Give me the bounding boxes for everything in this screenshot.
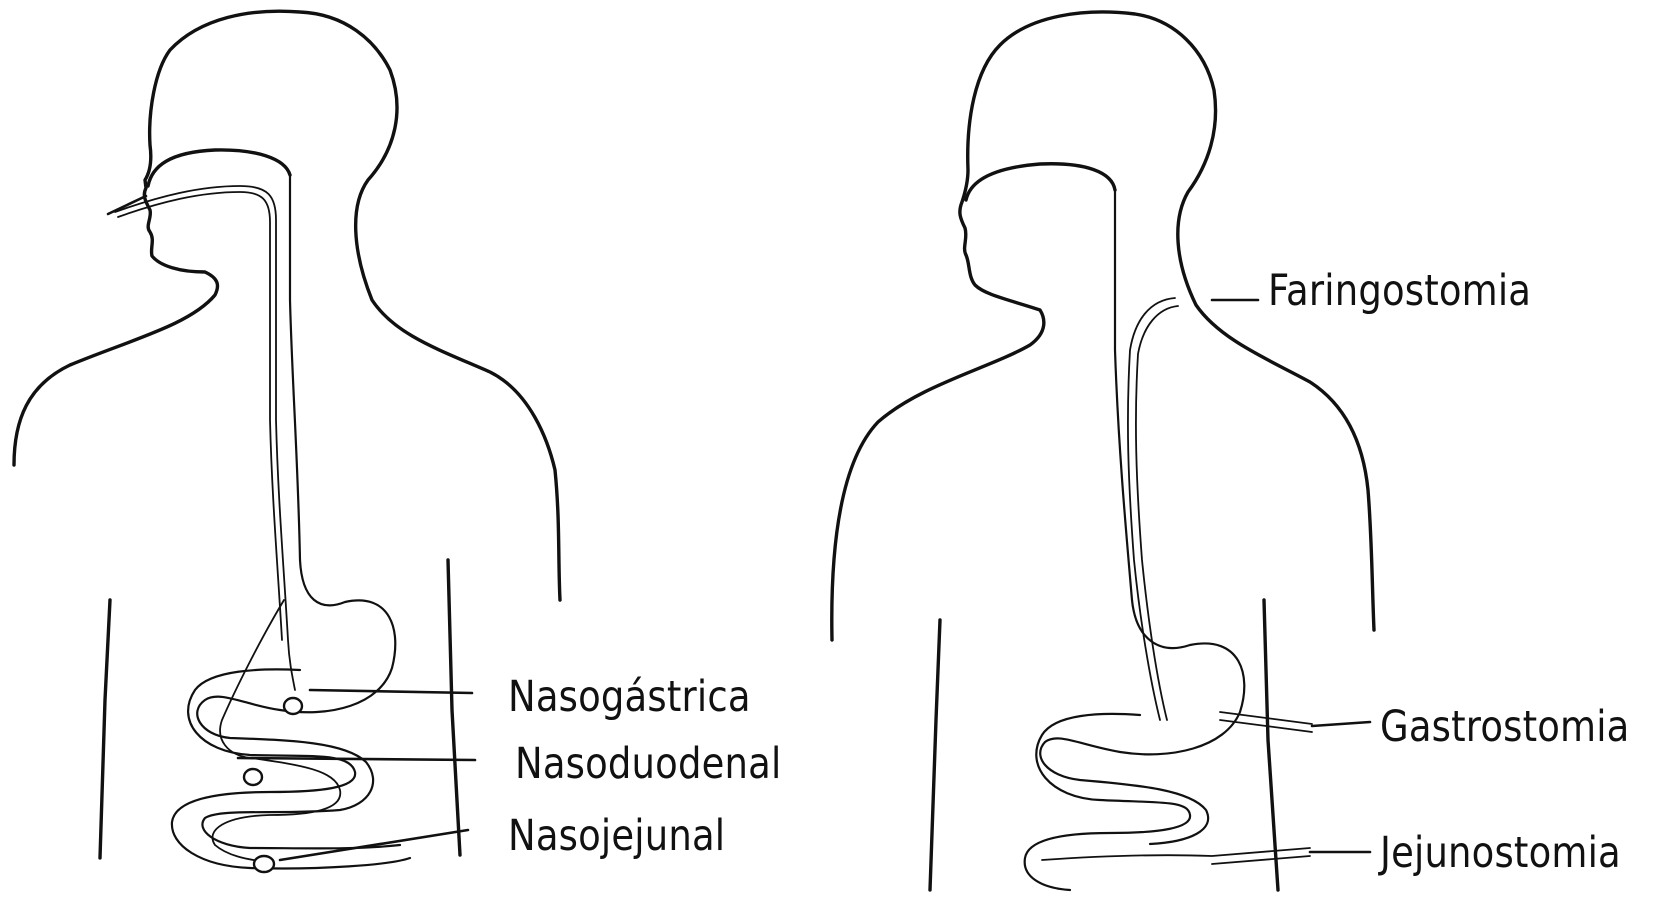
nasoduodenal-tube-path <box>220 600 284 758</box>
nasal-tube-upper <box>115 186 295 690</box>
nasojejunal-pointer <box>280 830 468 860</box>
left-arm-line-left <box>100 600 110 858</box>
nasal-tube-upper-inner <box>118 192 282 640</box>
left-mouth-cavity <box>148 150 290 186</box>
pharyngostomy-tube-inner <box>1136 306 1178 720</box>
nasoduodenal-pointer <box>238 758 475 760</box>
nasal-tube-inlet <box>108 196 146 214</box>
right-mouth-cavity <box>966 164 1115 200</box>
jejunostomy-tube <box>1042 848 1310 864</box>
label-gastrostomy: Gastrostomia <box>1380 706 1630 749</box>
nasojejunal-tube-tip <box>254 856 274 872</box>
label-nasoduodenal: Nasoduodenal <box>515 743 781 786</box>
right-body-outline <box>832 12 1374 640</box>
left-panel-nasal-routes <box>14 11 560 872</box>
nasogastric-pointer <box>310 690 472 693</box>
pharyngostomy-tube-outer <box>1128 298 1175 720</box>
right-arm-line-right <box>1264 600 1278 890</box>
left-arm-line-right <box>448 560 460 855</box>
nasogastric-tube-tip <box>284 698 302 714</box>
label-jejunostomy: Jejunostomia <box>1380 832 1621 875</box>
right-arm-line-left <box>930 620 940 890</box>
label-nasogastric: Nasogástrica <box>508 676 751 719</box>
left-body-outline <box>14 11 560 600</box>
nasoduodenal-tube-tip <box>244 769 262 785</box>
gastrostomy-pointer <box>1312 722 1370 726</box>
label-pharyngostomy: Faringostomia <box>1268 270 1531 313</box>
right-esophagus-wall <box>1040 190 1244 844</box>
right-panel-ostomy-routes <box>832 12 1374 890</box>
label-nasojejunal: Nasojejunal <box>508 815 725 858</box>
